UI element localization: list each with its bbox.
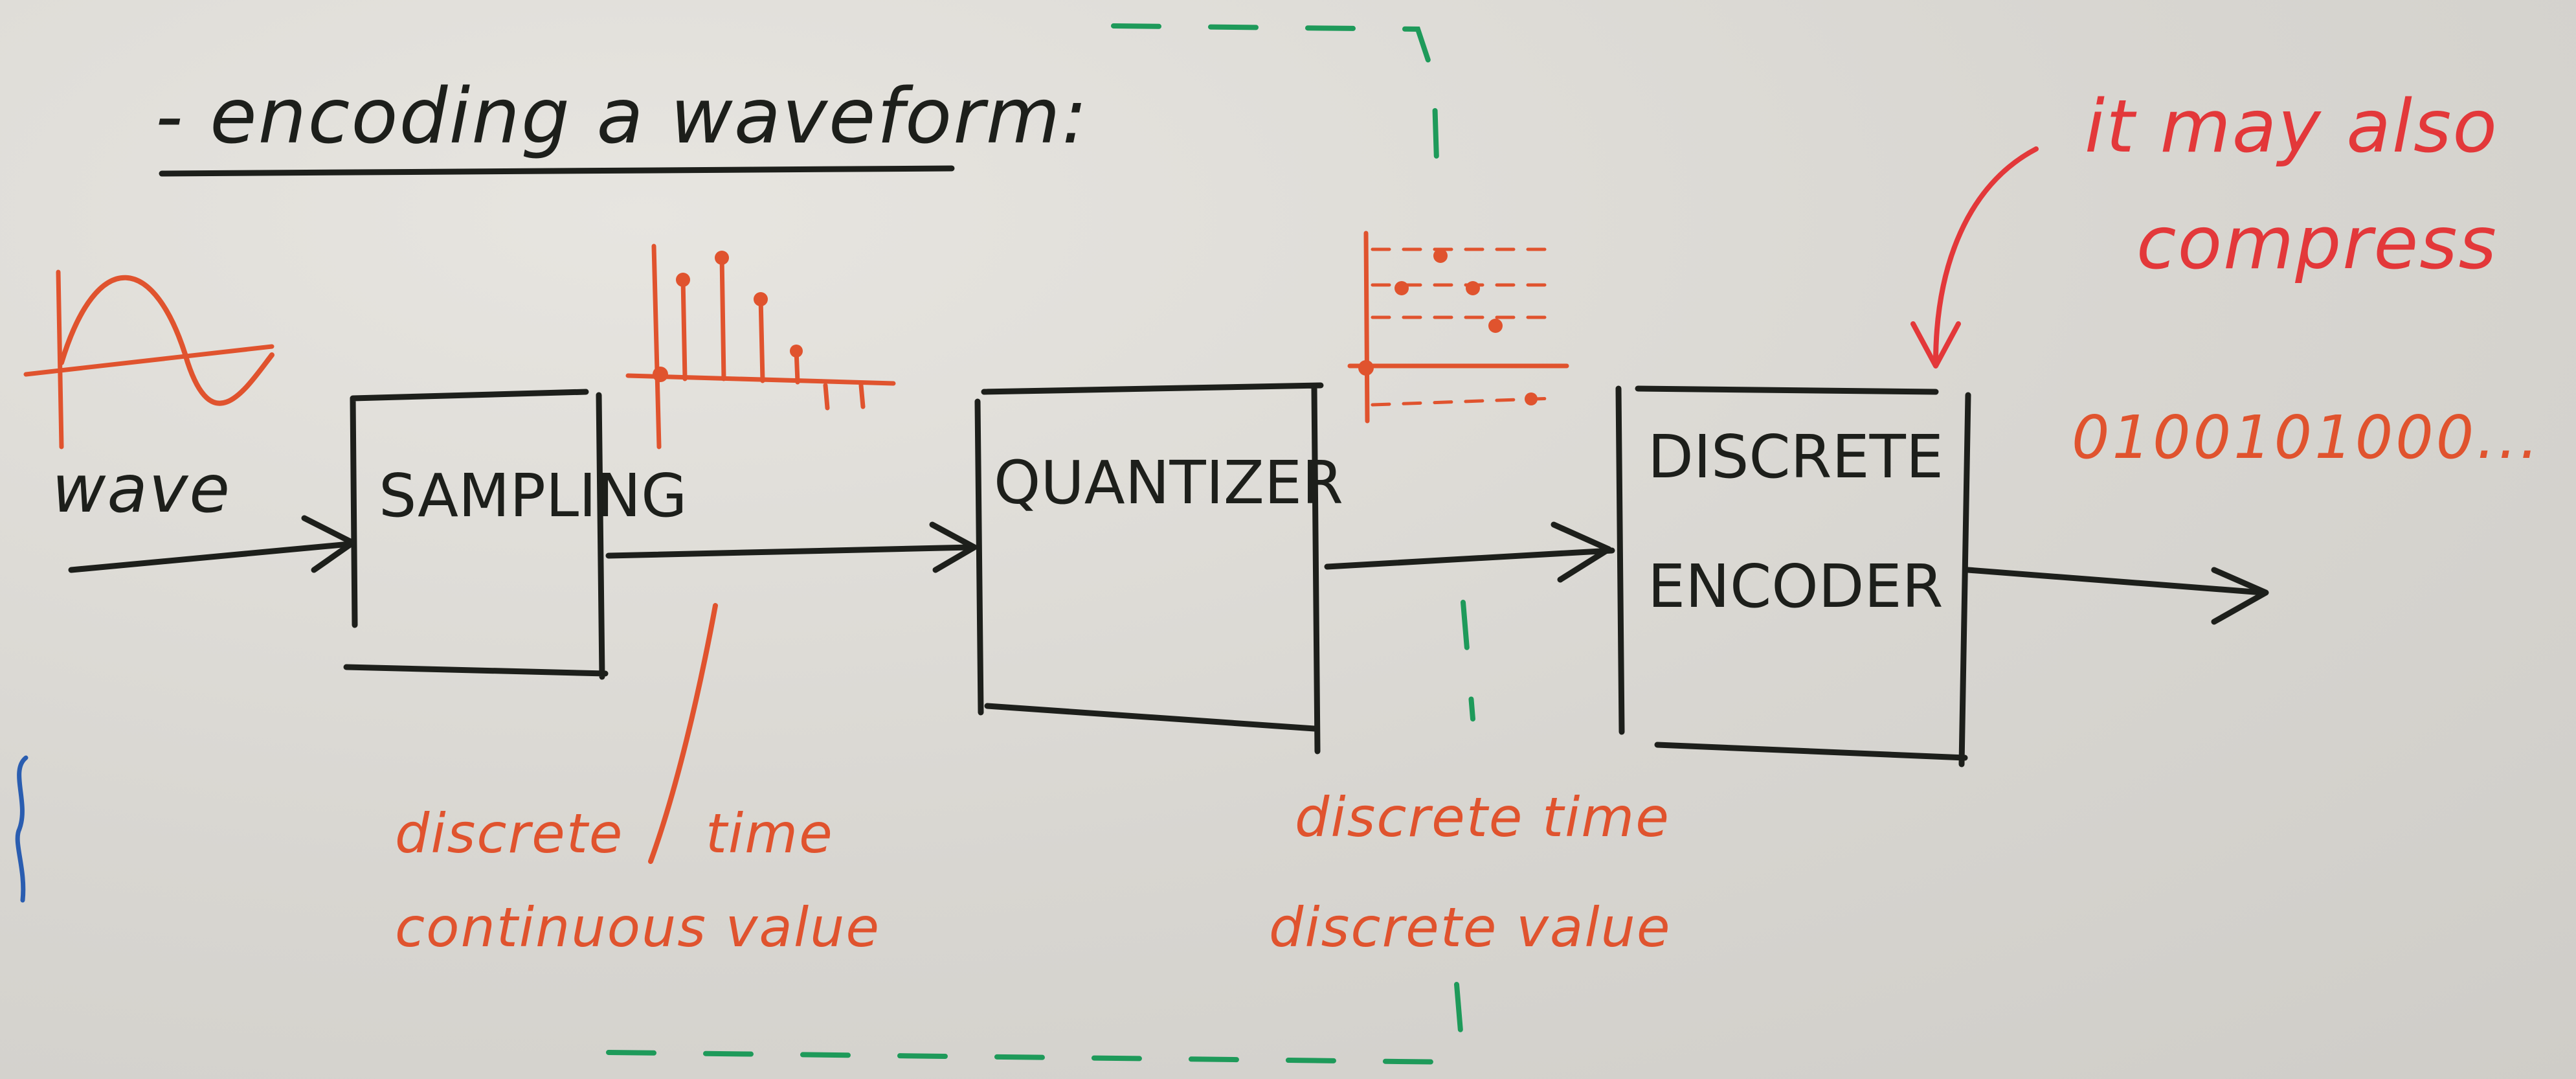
quantized-axis — [1347, 231, 1569, 424]
sampling-label: SAMPLING — [379, 461, 688, 530]
note-time: time — [706, 802, 834, 865]
output-arrow — [1965, 567, 2266, 596]
blue-brace — [15, 755, 28, 903]
separator-stroke — [648, 603, 718, 864]
sampled-stems — [680, 253, 866, 411]
note-continuous-value: continuous value — [395, 896, 881, 959]
note-discrete: discrete — [395, 802, 624, 865]
input-arrow — [68, 541, 353, 573]
quantizer-box — [974, 382, 1324, 755]
quantizer-label: QUANTIZER — [994, 448, 1343, 517]
sampled-dots — [653, 251, 803, 382]
sampling-to-quantizer-arrow-head — [929, 521, 978, 573]
sampling-to-quantizer-arrow — [605, 544, 974, 559]
encoder-box — [1615, 385, 1971, 767]
compress-note-arrow — [1933, 146, 2039, 365]
diagram-title: - encoding a waveform: — [155, 71, 1089, 161]
input-label: wave — [52, 451, 232, 528]
side-note-line2: compress — [2136, 201, 2498, 286]
output-arrow-head — [2211, 567, 2269, 625]
note-discrete-time: discrete time — [1295, 786, 1670, 849]
output-bits: 0100101000... — [2072, 403, 2542, 472]
title-underline — [159, 165, 955, 177]
encoder-label-line2: ENCODER — [1648, 552, 1943, 621]
quantized-dots — [1358, 249, 1538, 405]
side-note-line1: it may also — [2085, 85, 2498, 169]
encoder-label-line1: DISCRETE — [1648, 422, 1943, 492]
waveform-curve — [59, 275, 274, 406]
compress-note-arrow-head — [1910, 321, 1961, 369]
quantized-levels — [1371, 247, 1556, 407]
quantizer-to-encoder-arrow-head — [1551, 521, 1612, 583]
sampling-box — [343, 389, 609, 680]
quantizer-to-encoder-arrow — [1324, 547, 1615, 570]
note-discrete-value: discrete value — [1269, 896, 1672, 959]
green-dashed-bracket — [606, 23, 1475, 1065]
